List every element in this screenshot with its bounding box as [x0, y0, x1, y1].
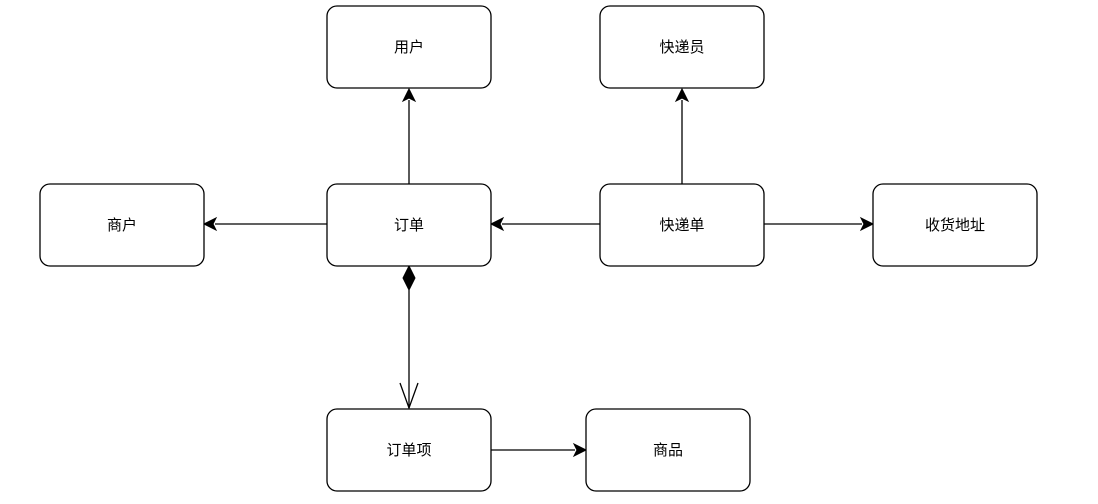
edge-waybill-to-address: [764, 216, 875, 232]
arrowhead-merchant: [202, 216, 218, 232]
node-order-label: 订单: [394, 216, 424, 234]
node-order-item[interactable]: 订单项: [326, 408, 492, 492]
edge-order-to-merchant: [202, 216, 327, 232]
open-arrowhead-order-item: [399, 382, 419, 410]
arrowhead-product: [572, 442, 588, 458]
node-address[interactable]: 收货地址: [872, 183, 1038, 267]
edge-order-to-order-item: 1: [399, 247, 424, 410]
node-product-label: 商品: [653, 441, 683, 459]
edge-order-to-user: [401, 87, 417, 184]
node-address-label: 收货地址: [925, 216, 985, 234]
node-user-label: 用户: [394, 38, 424, 56]
node-courier[interactable]: 快递员: [599, 5, 765, 89]
node-courier-label: 快递员: [659, 38, 704, 56]
edge-order-item-to-product: [491, 442, 588, 458]
node-merchant[interactable]: 商户: [39, 183, 205, 267]
edge-waybill-to-order: [489, 216, 600, 232]
arrowhead-user: [401, 87, 417, 103]
node-order[interactable]: 订单: [326, 183, 492, 267]
arrowhead-address: [859, 216, 875, 232]
node-waybill-label: 快递单: [659, 216, 704, 234]
arrowhead-courier: [674, 87, 690, 103]
edge-waybill-to-courier: [674, 87, 690, 184]
composition-diamond: [402, 264, 416, 292]
node-waybill[interactable]: 快递单: [599, 183, 765, 267]
node-merchant-label: 商户: [107, 216, 137, 234]
node-order-item-label: 订单项: [386, 441, 431, 459]
node-product[interactable]: 商品: [585, 408, 751, 492]
arrowhead-order: [489, 216, 505, 232]
node-user[interactable]: 用户: [326, 5, 492, 89]
